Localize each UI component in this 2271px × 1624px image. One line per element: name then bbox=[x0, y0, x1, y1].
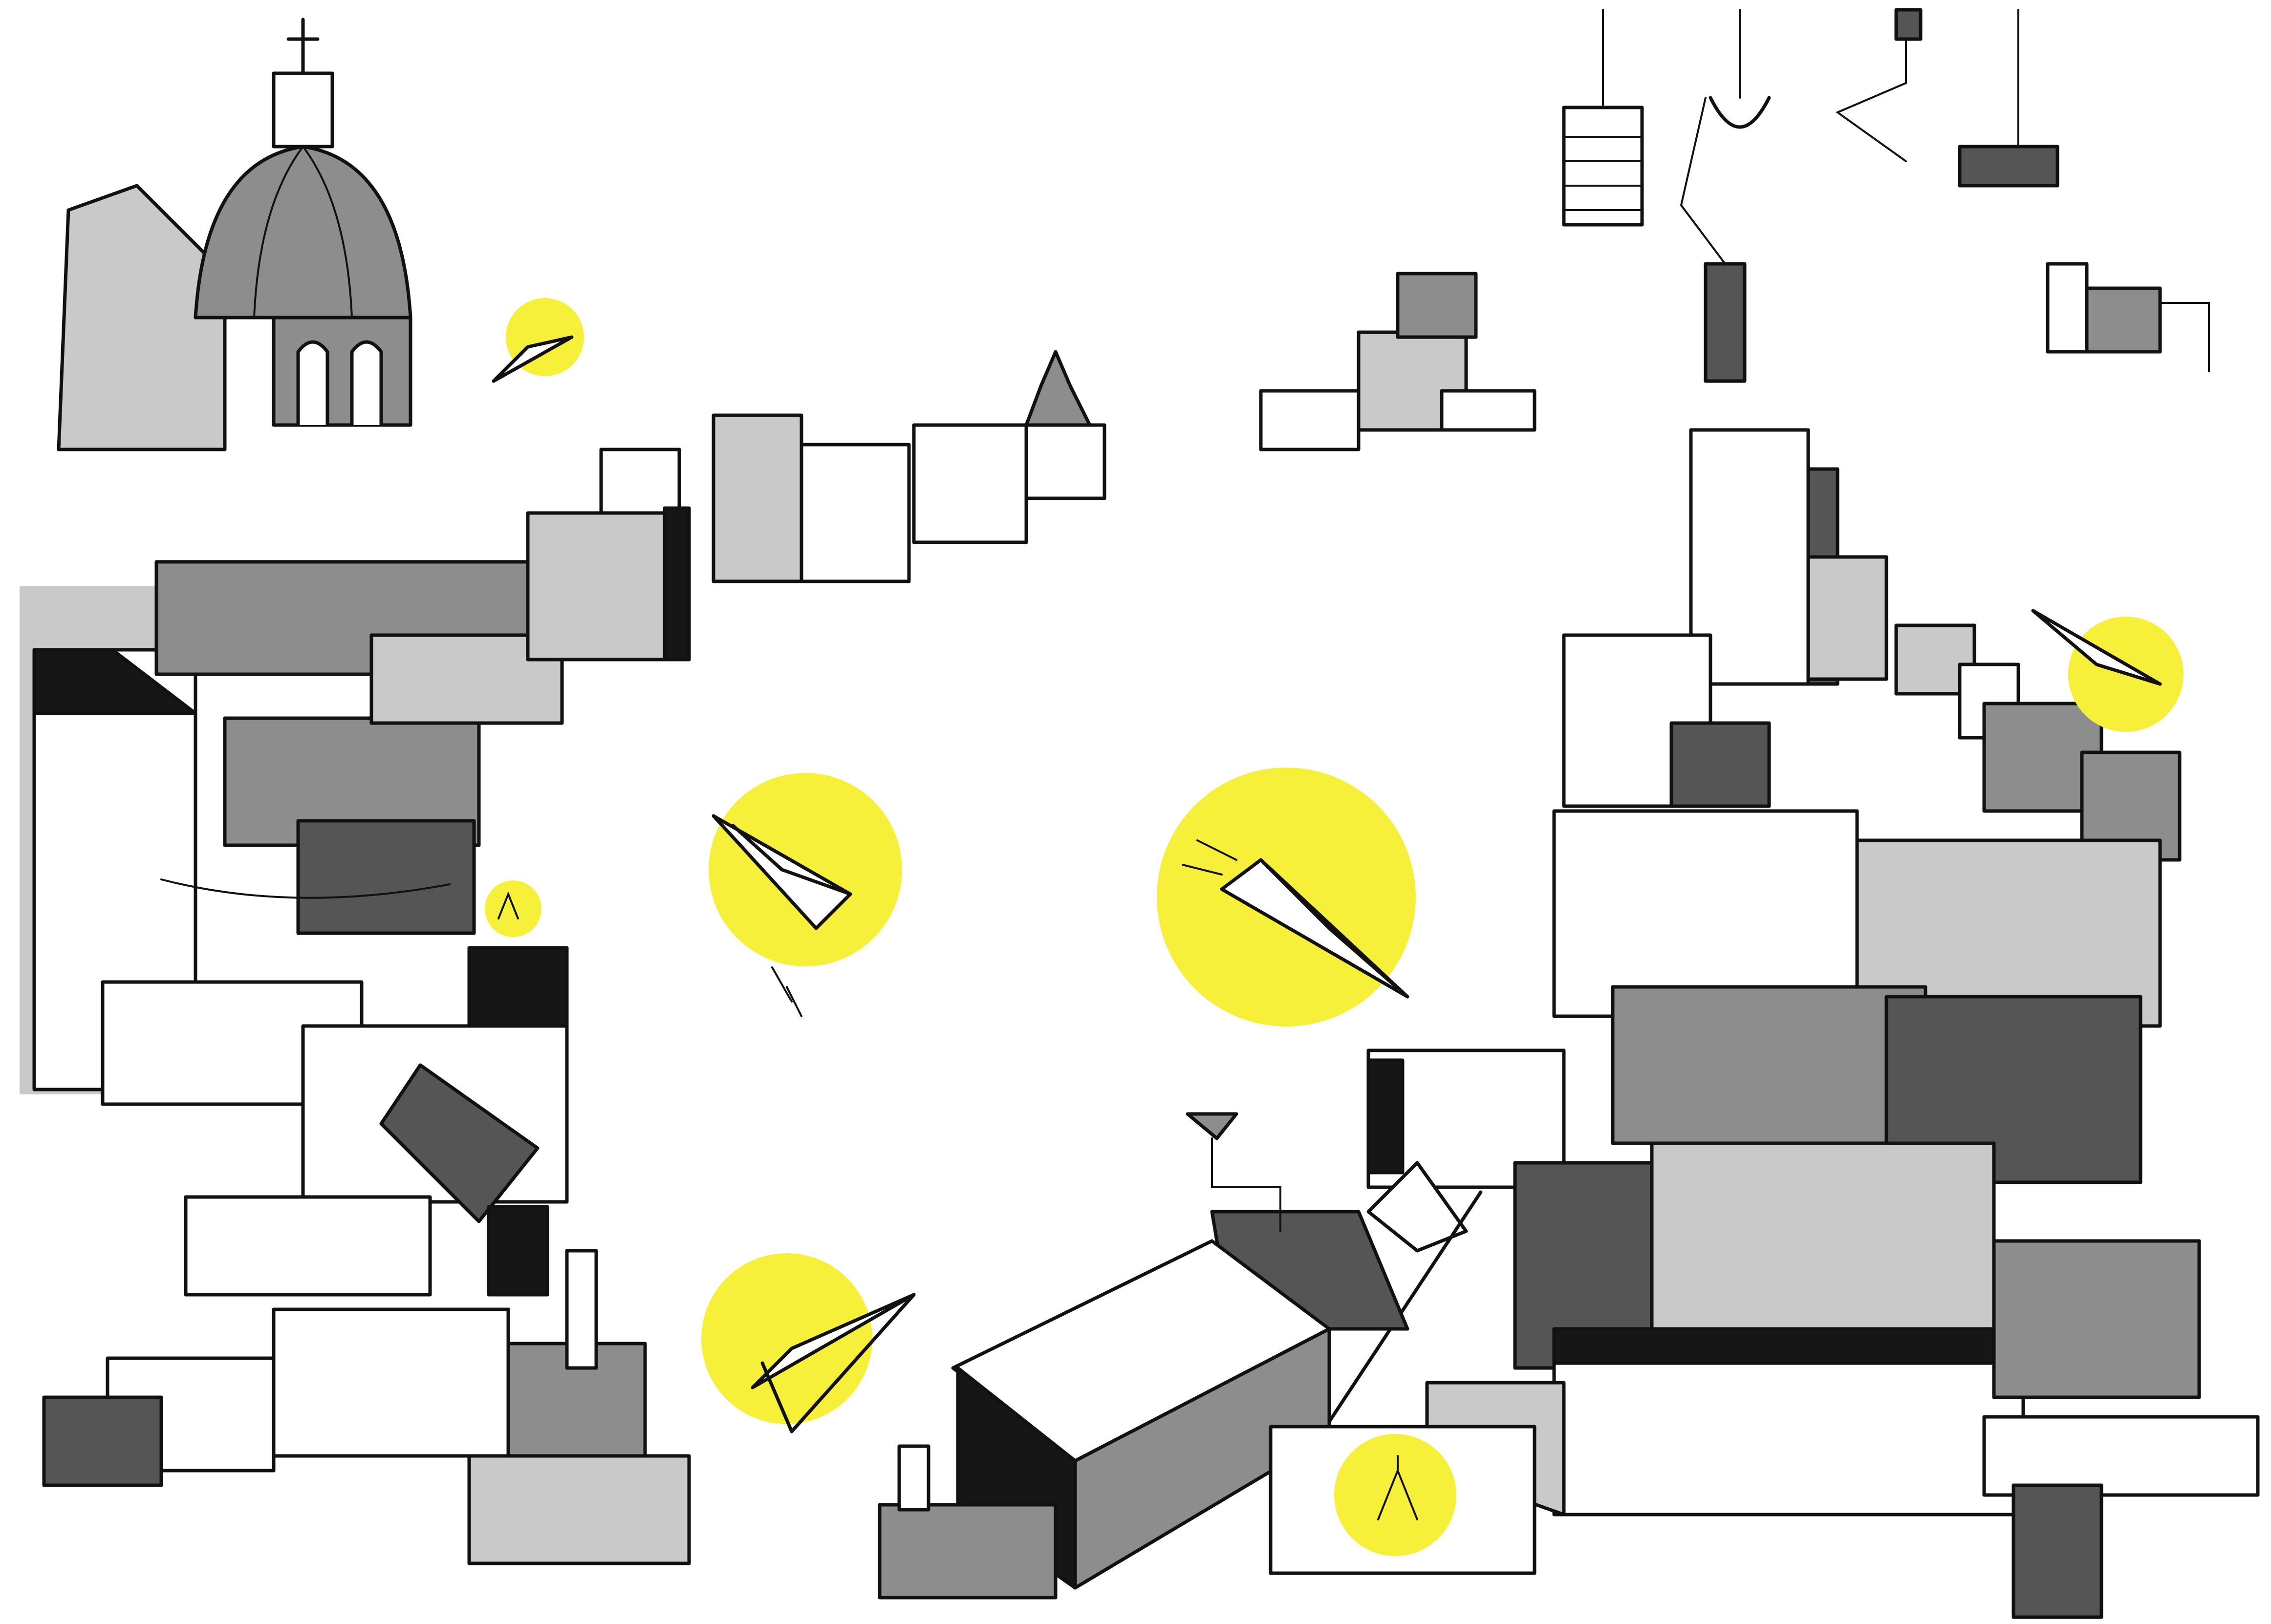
paper-plane bbox=[709, 773, 902, 1017]
paper-plane bbox=[701, 1253, 916, 1433]
cluster-left bbox=[20, 18, 691, 1565]
paper-plane bbox=[485, 880, 541, 937]
hanging-machine bbox=[1562, 8, 2210, 383]
sun-circle bbox=[1334, 1434, 1456, 1556]
sun-circle bbox=[701, 1253, 872, 1424]
paper-plane bbox=[492, 298, 584, 383]
reading-figure bbox=[1334, 1434, 1456, 1556]
paper-planes bbox=[485, 298, 2184, 1556]
cluster-right bbox=[1318, 428, 2260, 1619]
horizon-rooftops bbox=[599, 272, 1536, 583]
church-dome bbox=[194, 18, 412, 427]
paper-plane bbox=[1157, 768, 1416, 1026]
paper-plane bbox=[2031, 609, 2184, 732]
